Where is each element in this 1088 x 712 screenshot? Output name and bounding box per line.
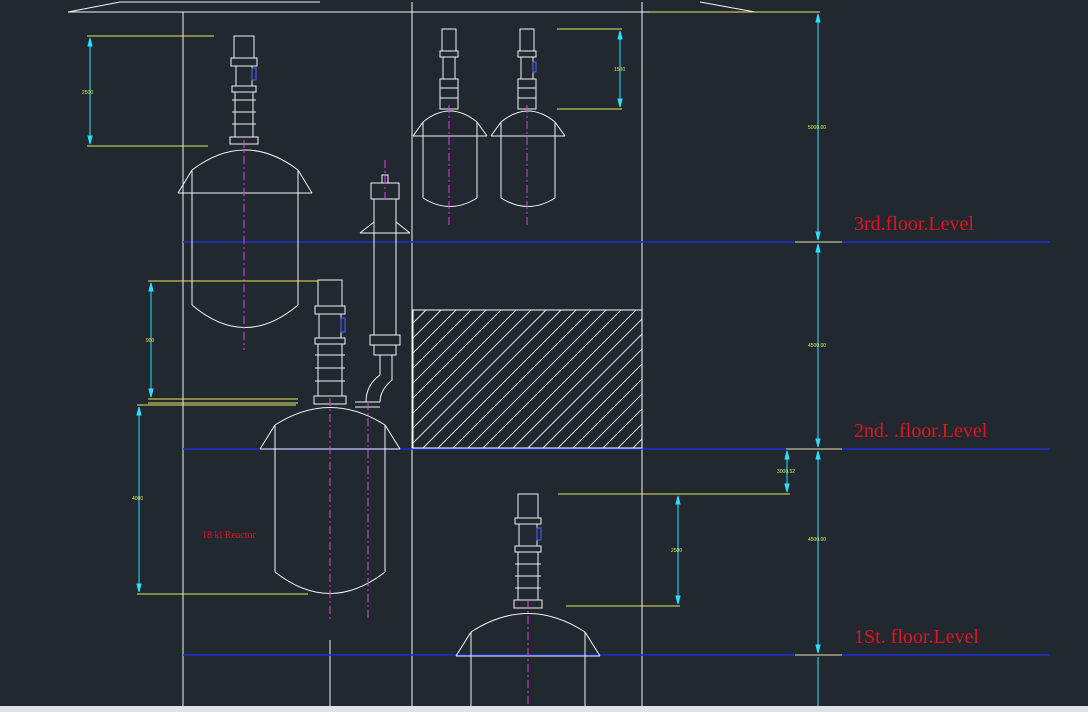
- top-mid-reactor-2: [490, 28, 566, 207]
- hatch-line: [437, 310, 577, 448]
- hatch-line: [413, 310, 532, 429]
- hatch-line: [452, 310, 592, 448]
- hatch-line: [413, 310, 442, 339]
- third-floor-label: 3rd.floor.Level: [854, 213, 974, 235]
- dim-right-bottom-floor: 4500.00: [808, 537, 826, 543]
- dim-bottom-reactor: 2500: [671, 548, 682, 554]
- hatch-line: [413, 310, 502, 399]
- big-reactor: [259, 279, 401, 594]
- dim-small-gap: 3000.52: [777, 469, 795, 475]
- condenser-column: [355, 174, 411, 408]
- dimension-texts: 2500 1500 900 4000 5000.00 4500.00 4500.…: [82, 67, 826, 554]
- top-left-reactor: [177, 35, 313, 328]
- reactor-label: 18 kl Reactor: [202, 530, 257, 541]
- hatch-line: [467, 310, 607, 448]
- centerlines: [243, 105, 529, 712]
- hatch-line: [512, 318, 642, 448]
- first-floor-label: 1St. floor.Level: [854, 626, 979, 648]
- dim-right-mid-floor: 4500.00: [808, 343, 826, 349]
- hatch-line: [527, 333, 642, 448]
- dim-right-top-floor: 5000.00: [808, 125, 826, 131]
- hatch-line: [413, 310, 427, 324]
- hatch-line: [413, 310, 457, 354]
- hatch-line: [497, 310, 637, 448]
- hatch-line: [632, 438, 642, 448]
- dimension-arrows: [87, 13, 821, 712]
- bottom-reactor: [455, 493, 601, 712]
- hatch-line: [602, 408, 642, 448]
- dim-left-middle: 900: [146, 338, 155, 344]
- second-floor-label: 2nd. .floor.Level: [854, 420, 988, 442]
- dim-top-left-reactor: 2500: [82, 90, 93, 96]
- hatch-line: [413, 310, 472, 369]
- hatch-line: [413, 310, 487, 384]
- hatch-line: [413, 310, 547, 444]
- hatch-line: [482, 310, 622, 448]
- floor-labels: 3rd.floor.Level 2nd. .floor.Level 1St. f…: [854, 213, 988, 648]
- hatch-line: [648, 310, 786, 448]
- hatched-platform: [412, 309, 786, 449]
- horizontal-scrollbar[interactable]: [0, 706, 1088, 712]
- hatch-line: [422, 310, 562, 448]
- dimension-leaders: [87, 11, 842, 656]
- dim-left-big-reactor: 4000: [132, 496, 143, 502]
- dim-top-mid-reactors: 1500: [614, 67, 625, 73]
- hatch-line: [617, 423, 642, 448]
- hatch-line: [413, 310, 517, 414]
- hatch-line: [572, 378, 642, 448]
- hatch-line: [557, 363, 642, 448]
- top-mid-reactor-1: [412, 28, 488, 207]
- hatch-line: [587, 393, 642, 448]
- hatch-line: [542, 348, 642, 448]
